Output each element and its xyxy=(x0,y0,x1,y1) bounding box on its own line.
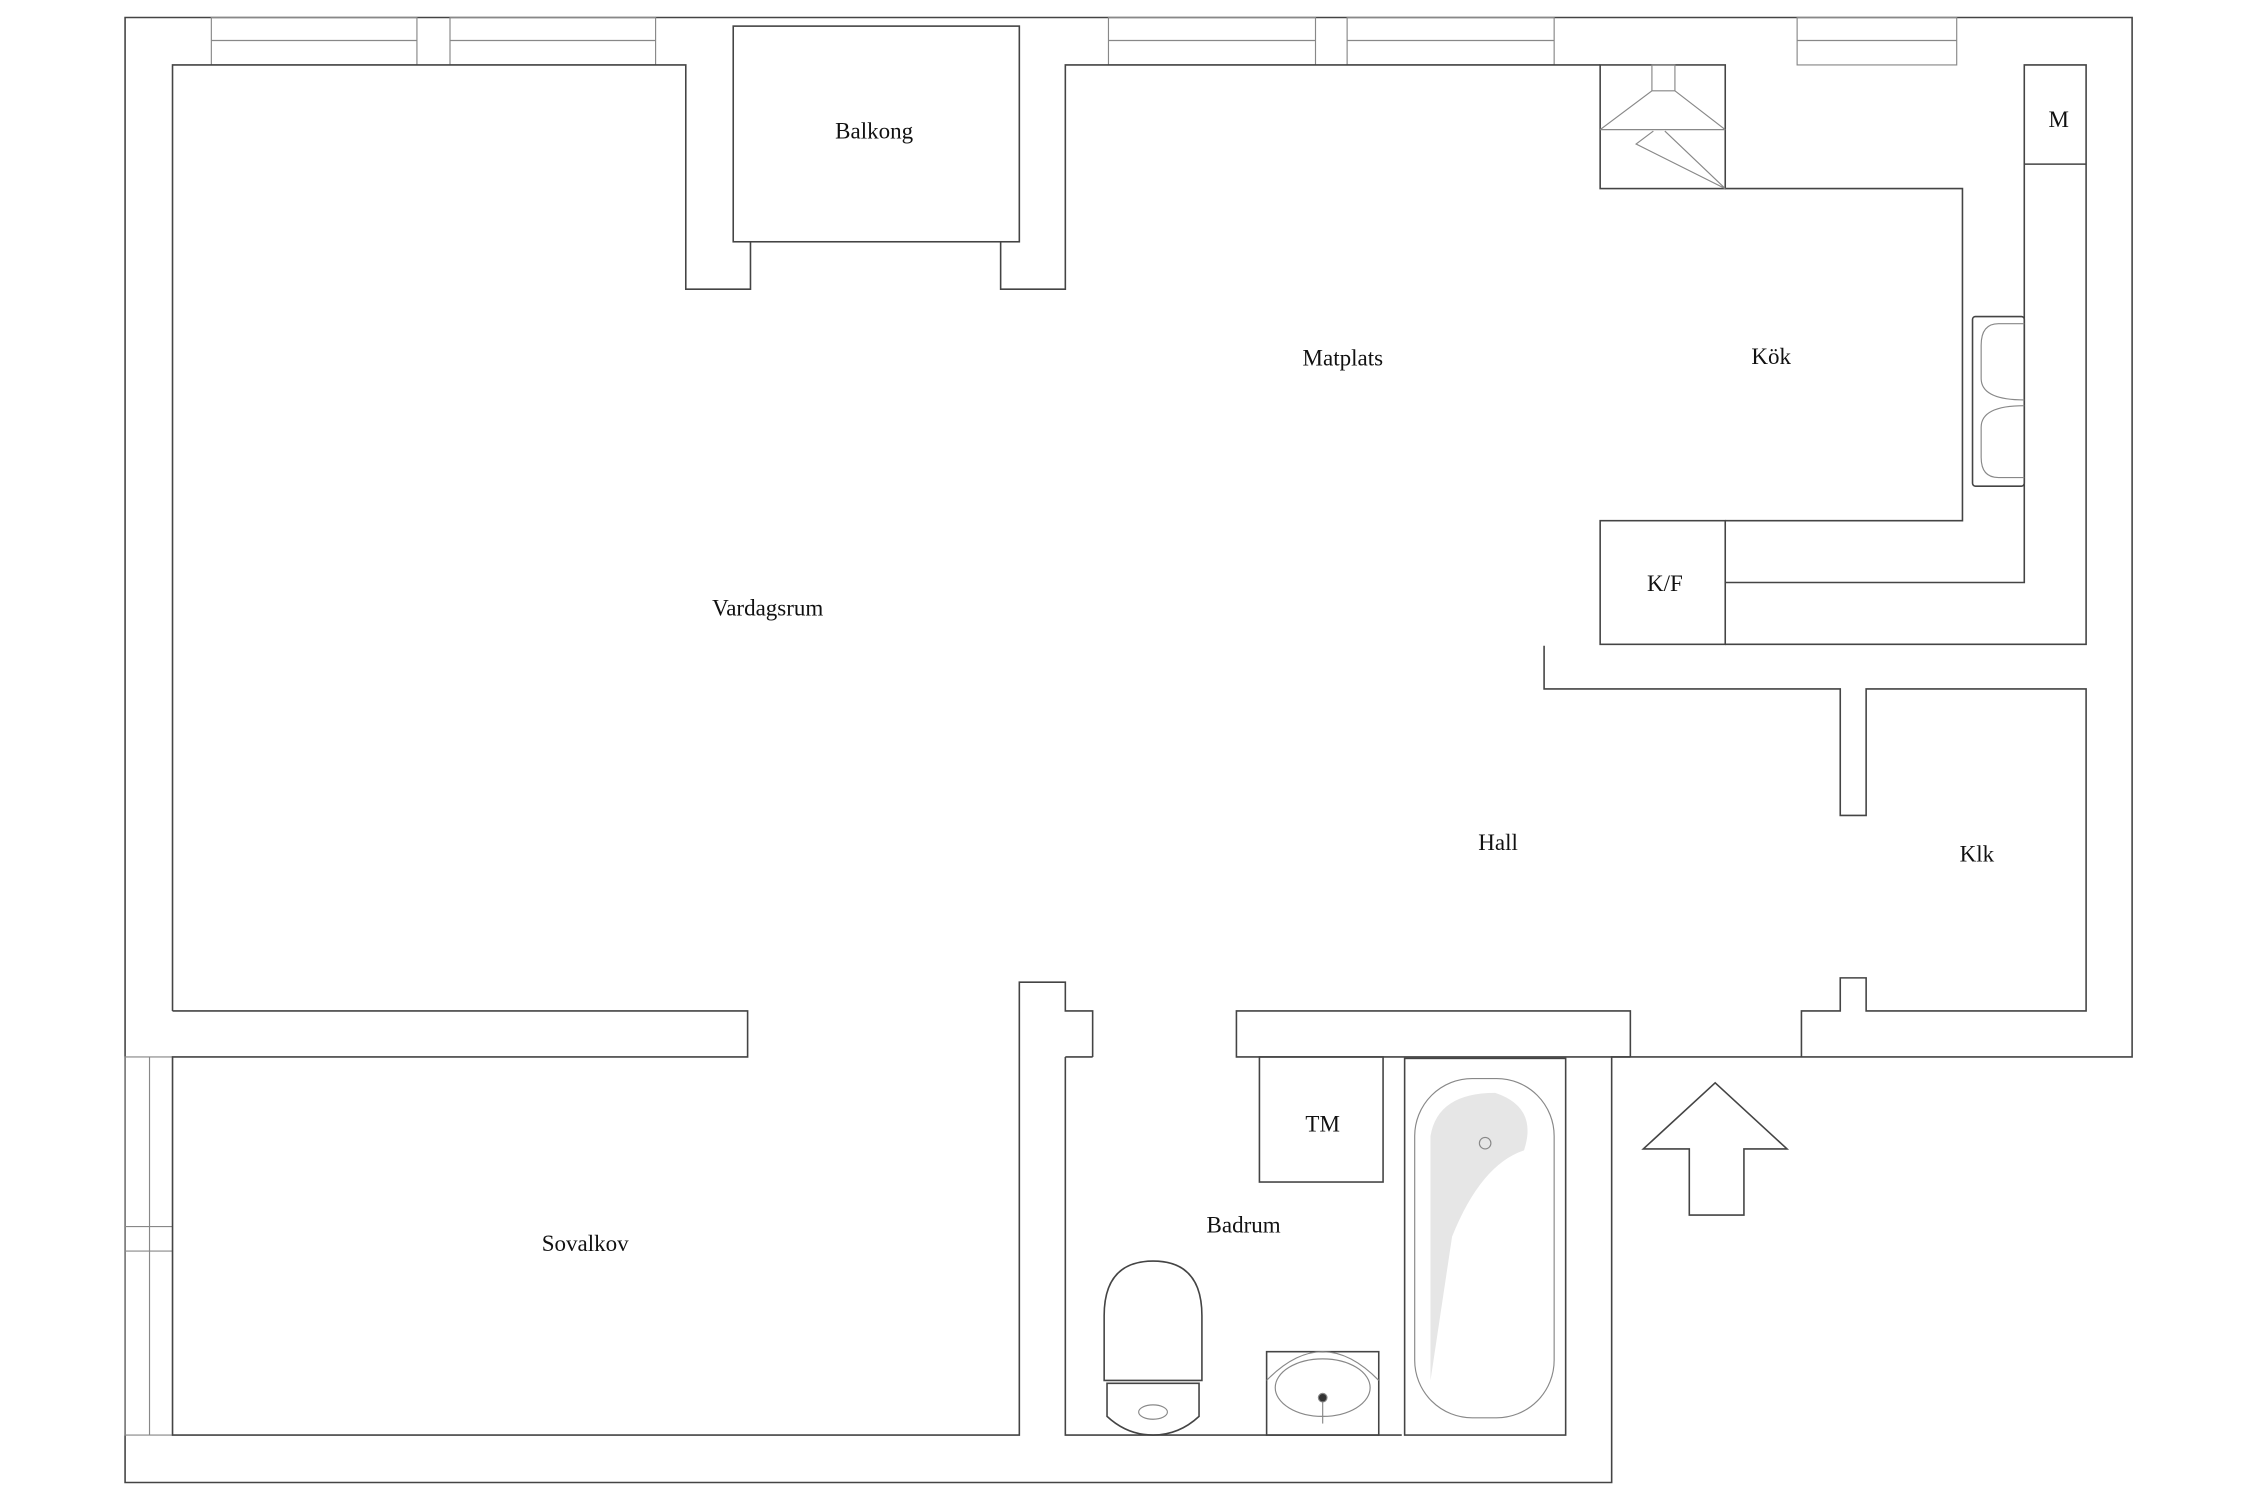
room-label-sovalkov: Sovalkov xyxy=(542,1231,629,1256)
fridge-freezer xyxy=(1599,519,1727,646)
interior-walls xyxy=(171,64,2087,1436)
outer-wall xyxy=(124,16,2133,1484)
kitchen-sink-icon xyxy=(1971,315,2026,487)
room-label-tm: TM xyxy=(1305,1112,1340,1137)
room-label-balkong: Balkong xyxy=(835,118,913,143)
balcony xyxy=(732,25,1021,243)
room-label-vardagsrum: Vardagsrum xyxy=(712,596,823,621)
room-label-kf: K/F xyxy=(1647,571,1683,596)
room-label-hall: Hall xyxy=(1478,830,1518,855)
room-label-badrum: Badrum xyxy=(1207,1212,1281,1237)
room-label-klk: Klk xyxy=(1960,841,1995,866)
stove-hood-icon xyxy=(1599,64,1727,190)
washing-machine xyxy=(1258,1056,1384,1183)
washbasin-icon xyxy=(1265,1350,1380,1436)
entrance-arrow-icon xyxy=(1641,1081,1790,1216)
room-label-m: M xyxy=(2049,107,2069,132)
bathtub-icon xyxy=(1403,1057,1567,1436)
toilet-icon xyxy=(1103,1260,1203,1436)
windows xyxy=(124,16,1958,1436)
room-label-kok: Kök xyxy=(1751,344,1791,369)
room-label-matplats: Matplats xyxy=(1303,345,1384,370)
